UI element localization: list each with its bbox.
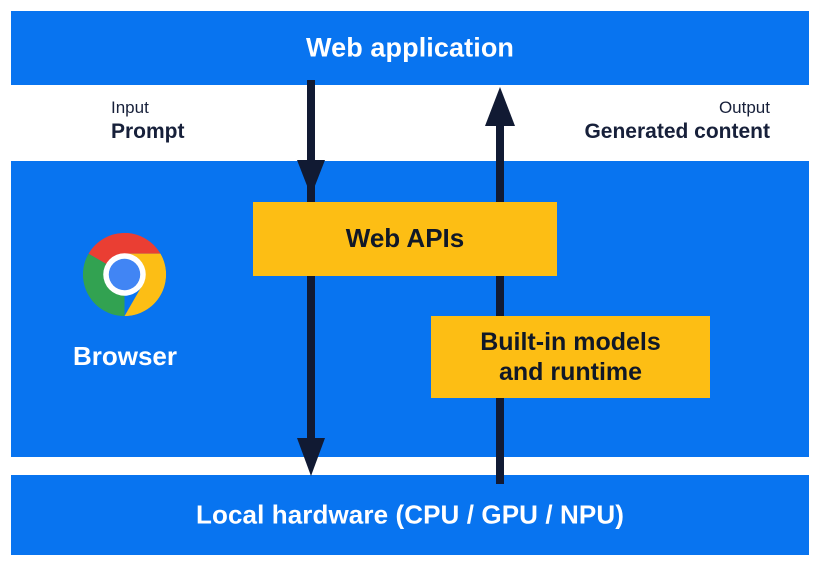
box-builtin-models-label: Built-in models and runtime <box>480 328 661 386</box>
box-web-apis-label: Web APIs <box>345 223 465 254</box>
arrow-up-icon <box>485 87 515 484</box>
output-label-group: Output Generated content <box>584 98 770 144</box>
box-builtin-models: Built-in models and runtime <box>431 316 710 398</box>
chrome-logo-icon <box>82 232 167 317</box>
band-local-hardware-label: Local hardware (CPU / GPU / NPU) <box>196 499 624 530</box>
band-local-hardware: Local hardware (CPU / GPU / NPU) <box>11 475 809 555</box>
arrow-down-icon <box>297 80 325 476</box>
input-value-label: Prompt <box>111 119 185 143</box>
input-label-group: Input Prompt <box>111 98 185 144</box>
output-kind-label: Output <box>718 98 770 117</box>
box-web-apis: Web APIs <box>253 202 557 276</box>
band-web-application-label: Web application <box>305 32 515 63</box>
band-web-application: Web application <box>11 11 809 85</box>
output-value-label: Generated content <box>584 119 770 143</box>
input-kind-label: Input <box>111 98 149 117</box>
band-browser-label: Browser <box>72 341 178 371</box>
